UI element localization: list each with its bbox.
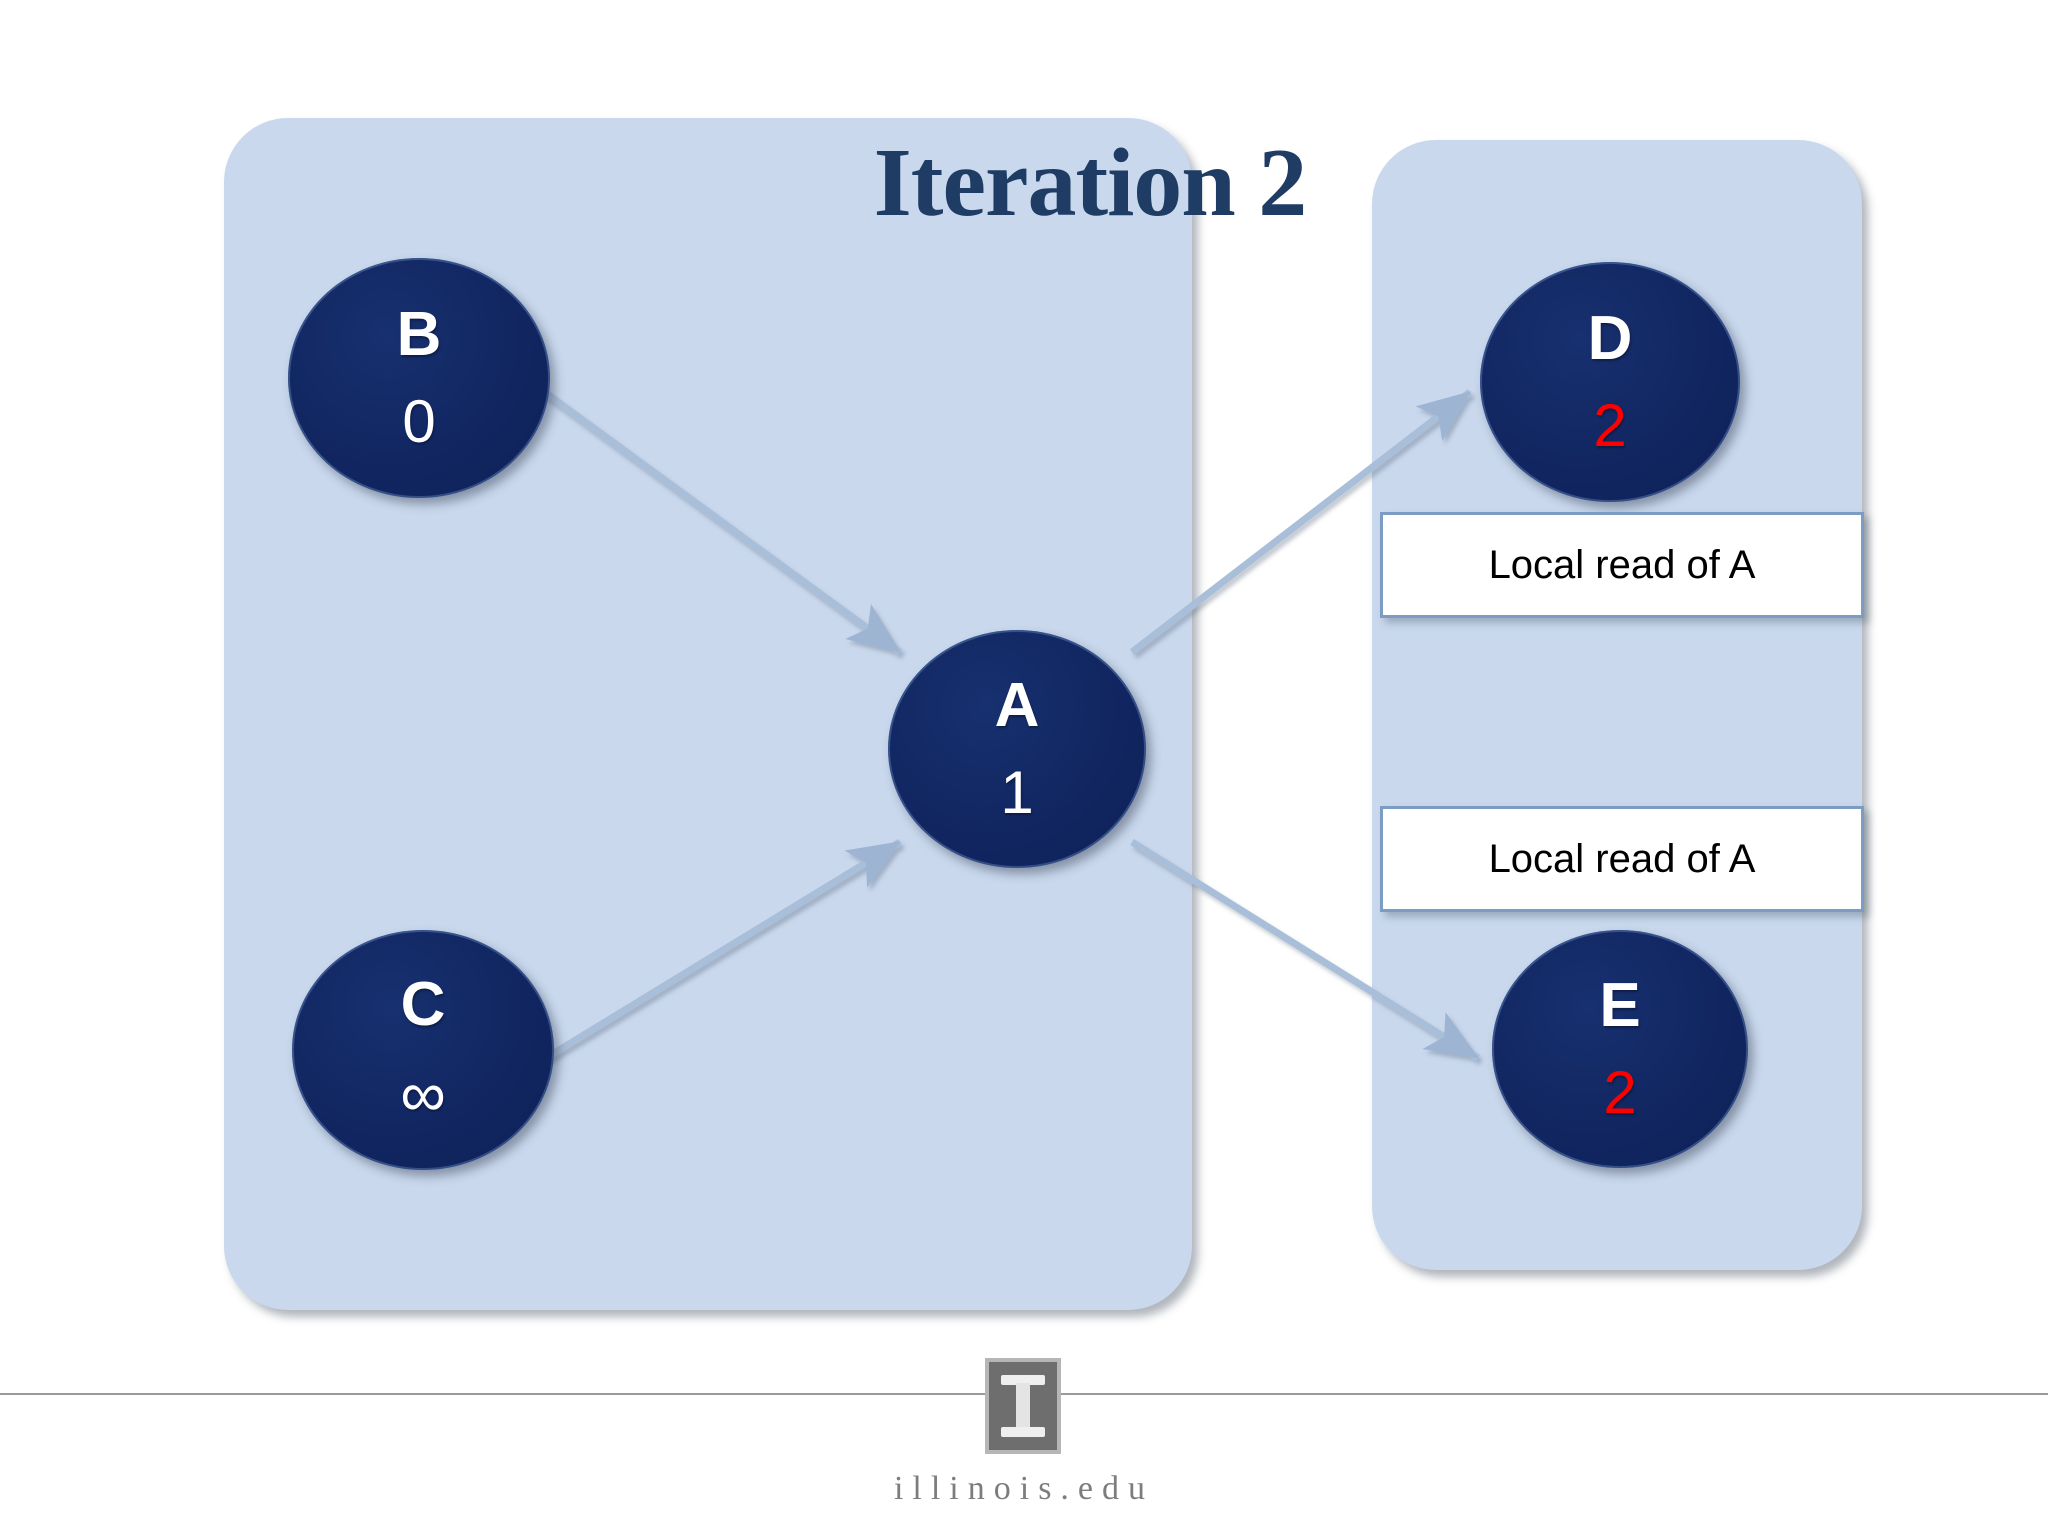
node-a-label: A [994, 671, 1040, 740]
block-i-stem [1016, 1383, 1030, 1431]
footer-wordmark: illinois.edu [893, 1470, 1155, 1507]
graph-node-d[interactable]: D 2 [1480, 262, 1740, 502]
node-e-value: 2 [1603, 1059, 1637, 1126]
callout-1-text: Local read of A [1488, 542, 1756, 587]
node-a-value: 1 [1000, 759, 1034, 826]
callout-2-text: Local read of A [1488, 836, 1756, 881]
node-c-value: ∞ [400, 1058, 446, 1130]
graph-node-b[interactable]: B 0 [288, 258, 550, 498]
node-b-label: B [396, 300, 442, 369]
illinois-block-i-logo [985, 1358, 1061, 1454]
graph-node-e[interactable]: E 2 [1492, 930, 1748, 1168]
node-e-label: E [1599, 971, 1641, 1040]
callout-local-read-of-a-2: Local read of A [1380, 806, 1864, 912]
node-b-value: 0 [402, 388, 436, 455]
page-title: Iteration 2 [873, 129, 1308, 237]
block-i-bottom-bar [1001, 1427, 1045, 1437]
graph-node-a[interactable]: A 1 [888, 630, 1146, 868]
callout-local-read-of-a-1: Local read of A [1380, 512, 1864, 618]
graph-node-c[interactable]: C ∞ [292, 930, 554, 1170]
node-d-label: D [1587, 304, 1633, 373]
block-i-glyph [1001, 1375, 1045, 1437]
slide-footer: illinois.edu [0, 1358, 2048, 1536]
block-i-top-bar [1001, 1375, 1045, 1385]
node-c-label: C [400, 970, 446, 1039]
node-d-value: 2 [1593, 392, 1627, 459]
